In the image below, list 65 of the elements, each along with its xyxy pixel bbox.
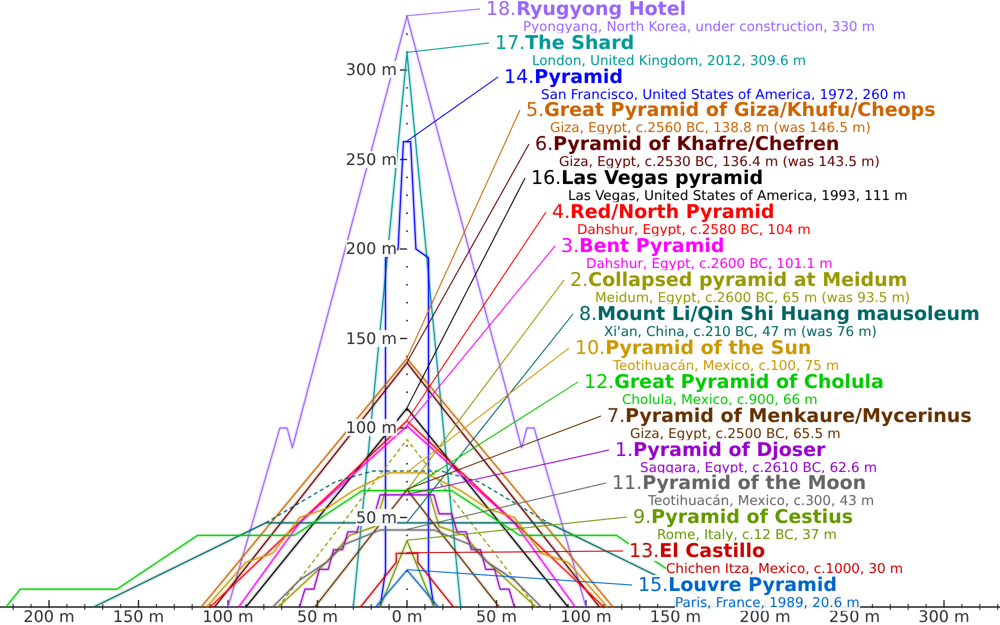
leader-line <box>406 516 628 541</box>
pyramid-outline <box>378 538 436 608</box>
building-name: 11.Pyramid of the Moon <box>612 473 866 493</box>
axis-tick-label: 50 m <box>296 608 338 625</box>
building-name: 18.Ryugyong Hotel <box>486 0 686 19</box>
axis-tick-label: 50 m <box>356 508 397 526</box>
building-details: Las Vegas, United States of America, 1993, 111 m <box>568 188 908 204</box>
building-details: Dahshur, Egypt, c.2580 BC, 104 m <box>577 222 811 238</box>
building-name: 2.Collapsed pyramid at Meidum <box>570 270 908 290</box>
leader-line <box>406 110 520 359</box>
pyramid-outline <box>298 492 516 608</box>
building-details: Rome, Italy, c.12 BC, 37 m <box>657 527 837 543</box>
building-name: 3.Bent Pyramid <box>561 236 724 256</box>
leader-line <box>406 348 570 473</box>
building-name: 4.Red/North Pyramid <box>552 202 775 222</box>
axis-tick-label: 100 m <box>560 608 612 625</box>
building-name: 1.Pyramid of Djoser <box>615 440 826 460</box>
building-name: 8.Mount Li/Qin Shi Huang mausoleum <box>579 304 980 324</box>
leader-line <box>406 382 578 491</box>
leader-line <box>406 550 624 554</box>
axis-tick-label: 200 m <box>346 240 397 257</box>
axis-tick-label: 150 m <box>112 608 164 625</box>
building-name: 5.Great Pyramid of Giza/Khufu/Cheops <box>526 100 936 120</box>
building-name: 16.Las Vegas pyramid <box>531 168 764 188</box>
building-details: London, United Kingdom, 2012, 309.6 m <box>532 53 806 69</box>
building-name: 9.Pyramid of Cestius <box>633 507 854 527</box>
building-details: Paris, France, 1989, 20.6 m <box>675 595 860 611</box>
building-name: 13.El Castillo <box>629 541 766 561</box>
building-name: 14.Pyramid <box>504 67 623 87</box>
axis-tick-label: 100 m <box>202 608 254 625</box>
building-name: 7.Pyramid of Menkaure/Mycerinus <box>607 406 972 426</box>
leader-line <box>406 482 606 530</box>
building-details: Giza, Egypt, c.2530 BC, 136.4 m (was 143.5 m) <box>559 154 880 170</box>
building-name: 15.Louvre Pyramid <box>638 575 837 595</box>
leader-line <box>406 314 574 523</box>
leader-line <box>406 450 610 495</box>
leader-line <box>406 416 602 490</box>
pyramid-outline <box>313 488 501 608</box>
building-details: Xi'an, China, c.210 BC, 47 m (was 76 m) <box>604 324 877 340</box>
leader-line <box>406 76 498 142</box>
building-name: 6.Pyramid of Khafre/Chefren <box>535 134 840 154</box>
axis-tick-label: 100 m <box>346 419 397 436</box>
building-details: Pyongyang, North Korea, under construction, 330 m <box>523 19 875 35</box>
axis-tick-label: 50 m <box>476 608 518 625</box>
axis-tick-label: 150 m <box>650 608 702 625</box>
axis-tick-label: 300 m <box>346 61 397 78</box>
leader-line <box>406 42 490 53</box>
building-details: Chichen Itza, Mexico, c.1000, 30 m <box>666 561 904 577</box>
axis-tick-label: 250 m <box>346 150 397 168</box>
building-name: 12.Great Pyramid of Cholula <box>584 372 884 392</box>
pyramid-outline <box>358 551 456 608</box>
leader-line <box>406 569 632 586</box>
axis-tick-label: 150 m <box>346 330 397 346</box>
pyramid-outline <box>271 528 543 608</box>
leader-line <box>406 8 480 16</box>
pyramid-outline <box>205 470 609 608</box>
leader-line <box>406 280 564 491</box>
axis-tick-label: 300 m <box>918 608 970 625</box>
axis-tick-label: 0 m <box>392 608 422 625</box>
leader-line <box>406 212 546 421</box>
leader-line <box>406 246 556 426</box>
leader-line <box>406 178 526 408</box>
axis-tick-label: 200 m <box>23 608 75 625</box>
building-name: 10.Pyramid of the Sun <box>575 338 812 358</box>
leader-line <box>406 144 530 363</box>
